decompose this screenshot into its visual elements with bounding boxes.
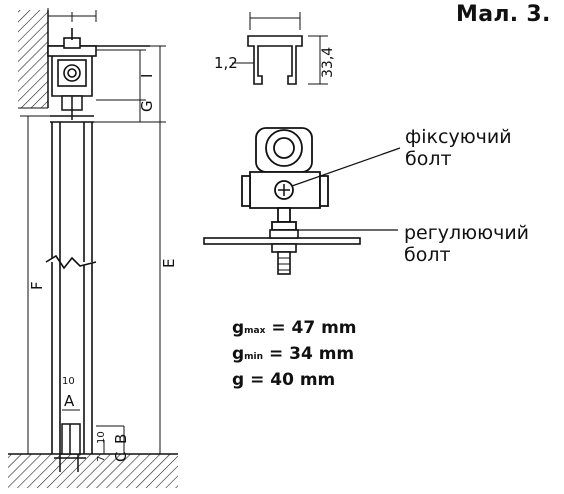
dim-e: E [160,259,178,268]
floor-hatch [8,453,178,488]
door-panel [45,115,97,454]
top-dimension [47,8,97,28]
dim-ten-a: 10 [62,376,75,387]
fixing-bolt-line-2: болт [405,148,452,170]
base-plate [203,237,361,245]
rail-profile [47,28,97,97]
dim-a: A [64,392,75,410]
dim-c: C [112,452,130,462]
dim-i: I [138,74,156,78]
figure-title: Мал. 3. [456,2,551,27]
adjusting-bolt-line-2: болт [404,244,451,266]
spec-gmin: gmin = 34 mm [232,344,355,364]
spec-gmax: gmax = 47 mm [232,318,357,338]
fixing-bolt-callout: фіксуючий болт [405,126,512,170]
dim-f: F [28,281,46,290]
dim-seven: 7 [96,456,107,462]
dimension-labels: 1,2 33,4 G I E F A 10 10 7 B C [28,47,336,462]
profile-thickness-label: 1,2 [214,54,238,72]
roller-carriage-detail [241,127,329,231]
dimension-lines [20,45,166,455]
profile-height-label: 33,4 [320,47,336,78]
leader-lines [291,147,401,231]
profile-section [232,12,328,85]
floor-guide [54,423,86,472]
spec-g: g = 40 mm [232,370,336,390]
adjusting-bolt-line-1: регулюючий [404,222,530,244]
adjusting-bolt-detail [269,229,299,275]
adjusting-bolt-callout: регулюючий болт [404,222,529,266]
ceiling-hatch [18,10,150,109]
fixing-bolt-line-1: фіксуючий [405,126,512,148]
dim-g: G [138,100,156,112]
dim-b: B [112,434,130,444]
dim-ten-b: 10 [96,431,107,444]
